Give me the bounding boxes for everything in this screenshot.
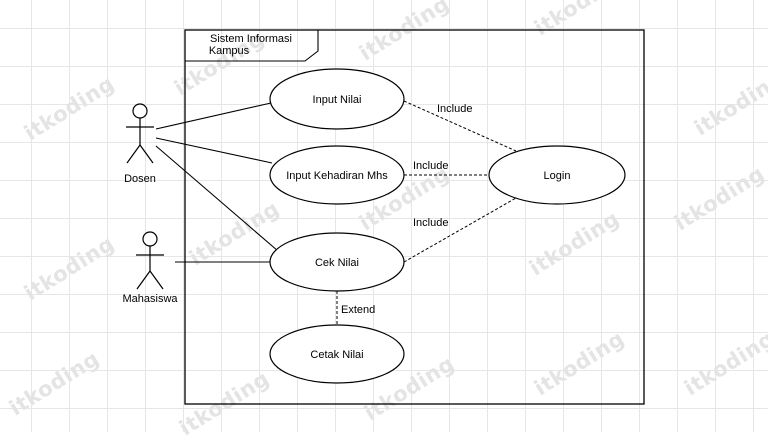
use-case-login[interactable]: Login xyxy=(488,145,626,205)
association-dosen-cek-nilai xyxy=(155,145,279,252)
use-case-cek-nilai-label: Cek Nilai xyxy=(315,257,359,269)
actor-dosen-label: Dosen xyxy=(124,173,156,185)
system-title-line1: Sistem Informasi xyxy=(210,33,292,45)
use-case-input-nilai-label: Input Nilai xyxy=(313,94,362,106)
actor-right-leg xyxy=(139,144,154,164)
include-label-2: Include xyxy=(413,160,448,172)
use-case-ellipse xyxy=(269,232,405,292)
use-case-input-kehadiran-label: Input Kehadiran Mhs xyxy=(286,170,388,182)
include-label-3: Include xyxy=(413,217,448,229)
use-case-input-kehadiran[interactable]: Input Kehadiran Mhs xyxy=(269,145,405,205)
association-dosen-input-nilai xyxy=(155,102,272,130)
include-line-input-nilai xyxy=(403,100,517,152)
associations xyxy=(155,102,279,263)
actor-mahasiswa-label: Mahasiswa xyxy=(122,293,178,305)
actor-head xyxy=(142,231,158,247)
use-case-cetak-nilai-label: Cetak Nilai xyxy=(310,349,363,361)
use-case-ellipse xyxy=(488,145,626,205)
use-case-login-label: Login xyxy=(544,170,571,182)
system-title-line2: Kampus xyxy=(209,45,250,57)
dependencies: Include Include Include Extend xyxy=(336,100,517,325)
use-case-cek-nilai[interactable]: Cek Nilai xyxy=(269,232,405,292)
actor-head xyxy=(132,103,148,119)
system-title-tab xyxy=(185,29,319,62)
use-case-ellipse xyxy=(269,145,405,205)
actor-left-leg xyxy=(136,270,151,290)
actor-dosen[interactable]: Dosen xyxy=(124,103,156,185)
actor-mahasiswa[interactable]: Mahasiswa xyxy=(122,231,178,305)
system-boundary-frame xyxy=(184,29,645,405)
association-dosen-input-kehadiran xyxy=(155,137,273,164)
use-case-input-nilai[interactable]: Input Nilai xyxy=(269,68,405,130)
system-boundary: Sistem Informasi Kampus xyxy=(184,29,645,405)
include-label-1: Include xyxy=(437,103,472,115)
actor-left-leg xyxy=(126,144,141,164)
use-case-cetak-nilai[interactable]: Cetak Nilai xyxy=(269,324,405,384)
include-line-cek-nilai xyxy=(403,197,517,263)
extend-label: Extend xyxy=(341,304,375,316)
use-case-ellipse xyxy=(269,68,405,130)
use-case-ellipse xyxy=(269,324,405,384)
actor-right-leg xyxy=(149,270,164,290)
